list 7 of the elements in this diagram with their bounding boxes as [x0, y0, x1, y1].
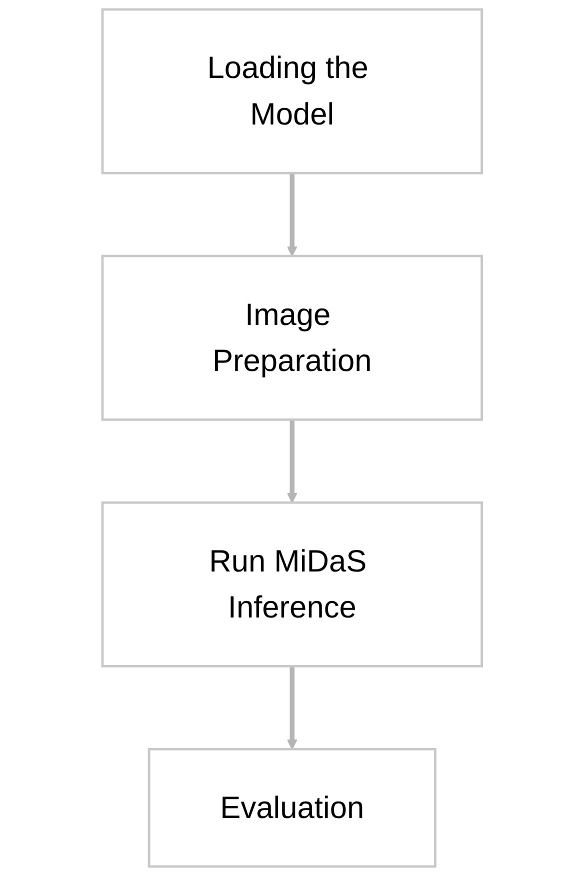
node-box: Loading the Model	[101, 8, 483, 174]
node-box: Run MiDaS Inference	[101, 501, 483, 668]
arrow	[286, 420, 298, 504]
arrow	[286, 666, 298, 750]
arrow	[286, 173, 298, 257]
node-box: Image Preparation	[101, 254, 483, 421]
node-box: Evaluation	[148, 748, 436, 868]
